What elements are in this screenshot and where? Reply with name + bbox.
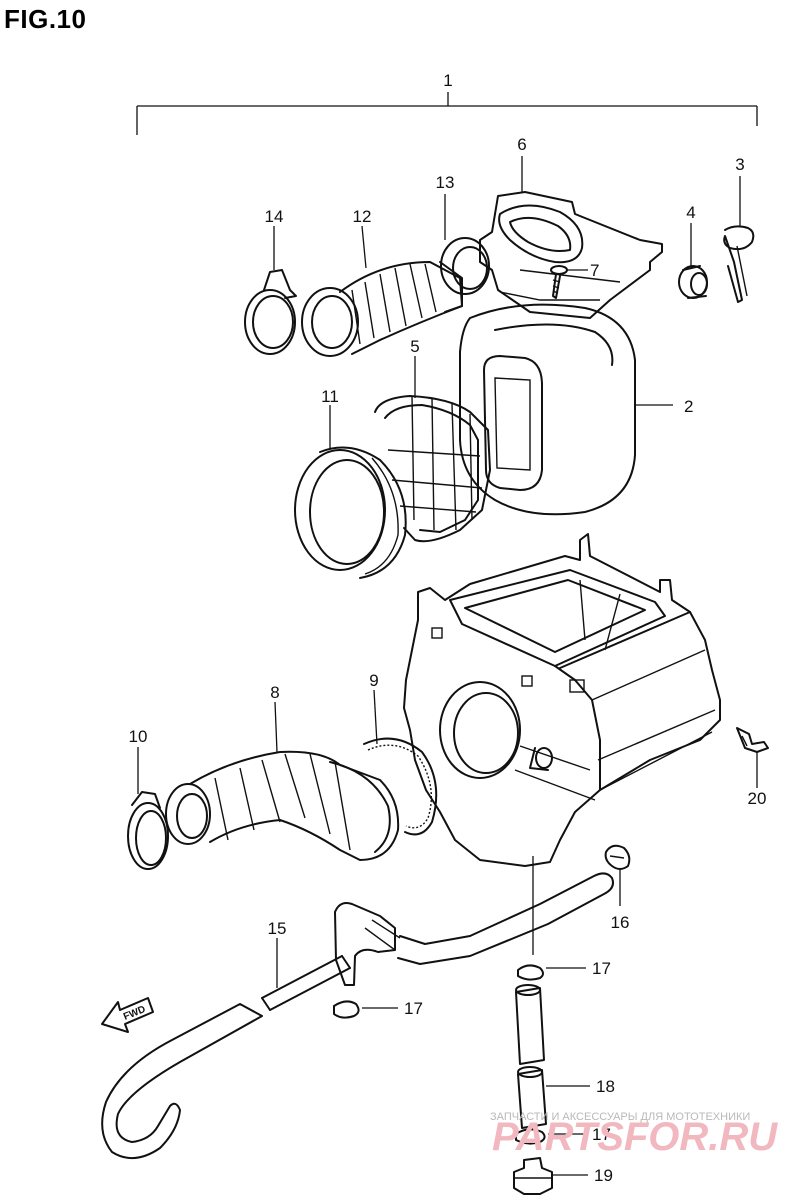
callout-11: 11: [321, 387, 339, 406]
clamp-17-b: [333, 1000, 360, 1019]
drain-plug-tube: [515, 984, 547, 1129]
breather-hose: [334, 872, 614, 986]
callout-20: 20: [748, 789, 767, 808]
callout-18: 18: [596, 1077, 615, 1096]
filter-ring: [294, 446, 407, 579]
drain-cap: [513, 1157, 553, 1195]
callout-3: 3: [735, 155, 744, 174]
intake-boot: [165, 750, 400, 861]
callout-9: 9: [369, 671, 378, 690]
grommet: [678, 265, 708, 299]
watermark: ЗАПЧАСТИ И АКСЕССУАРЫ ДЛЯ МОТОТЕХНИКИ PA…: [490, 1111, 778, 1159]
callout-19: 19: [594, 1166, 613, 1185]
spring-clip: [723, 225, 755, 303]
o-ring: [363, 737, 438, 836]
callout-labels: 1 2 3 4 5 6 7 8 9 10 11 12 13 14 15 16 1…: [129, 71, 767, 1185]
hose-clip: [604, 844, 631, 870]
seal-ring: [440, 237, 490, 295]
air-filter-element: [459, 303, 636, 516]
watermark-logo-text: PARTSFOR.RU: [492, 1115, 778, 1159]
bolt: [736, 727, 769, 753]
air-cleaner-cap: [479, 191, 663, 319]
callout-1: 1: [443, 71, 452, 90]
callout-16: 16: [611, 913, 630, 932]
boot-clamp: [127, 791, 169, 870]
assembly-bracket: [136, 92, 758, 135]
clamp-17-a: [517, 964, 544, 981]
callout-10: 10: [129, 727, 148, 746]
callout-8: 8: [270, 683, 279, 702]
clamp-17-c: [515, 1128, 546, 1145]
air-cleaner-case: [403, 533, 721, 867]
intake-duct: [301, 261, 463, 357]
filter-cage: [374, 395, 491, 543]
callout-17a: 17: [592, 959, 611, 978]
callout-17c: 17: [592, 1125, 611, 1144]
hose-clamp: [244, 269, 297, 355]
callout-4: 4: [686, 203, 695, 222]
watermark-tagline: ЗАПЧАСТИ И АКСЕССУАРЫ ДЛЯ МОТОТЕХНИКИ: [490, 1111, 750, 1123]
callout-13: 13: [436, 173, 455, 192]
screw: [550, 265, 568, 299]
forward-arrow-icon: FWD: [101, 997, 154, 1033]
callout-6: 6: [517, 135, 526, 154]
callout-14: 14: [265, 207, 284, 226]
callout-7: 7: [590, 261, 599, 280]
callout-2: 2: [684, 397, 693, 416]
figure-title: FIG.10: [4, 4, 87, 34]
callout-15: 15: [268, 919, 287, 938]
drain-hose: [101, 955, 351, 1159]
callout-12: 12: [353, 207, 372, 226]
callout-17b: 17: [404, 999, 423, 1018]
callout-5: 5: [410, 337, 419, 356]
